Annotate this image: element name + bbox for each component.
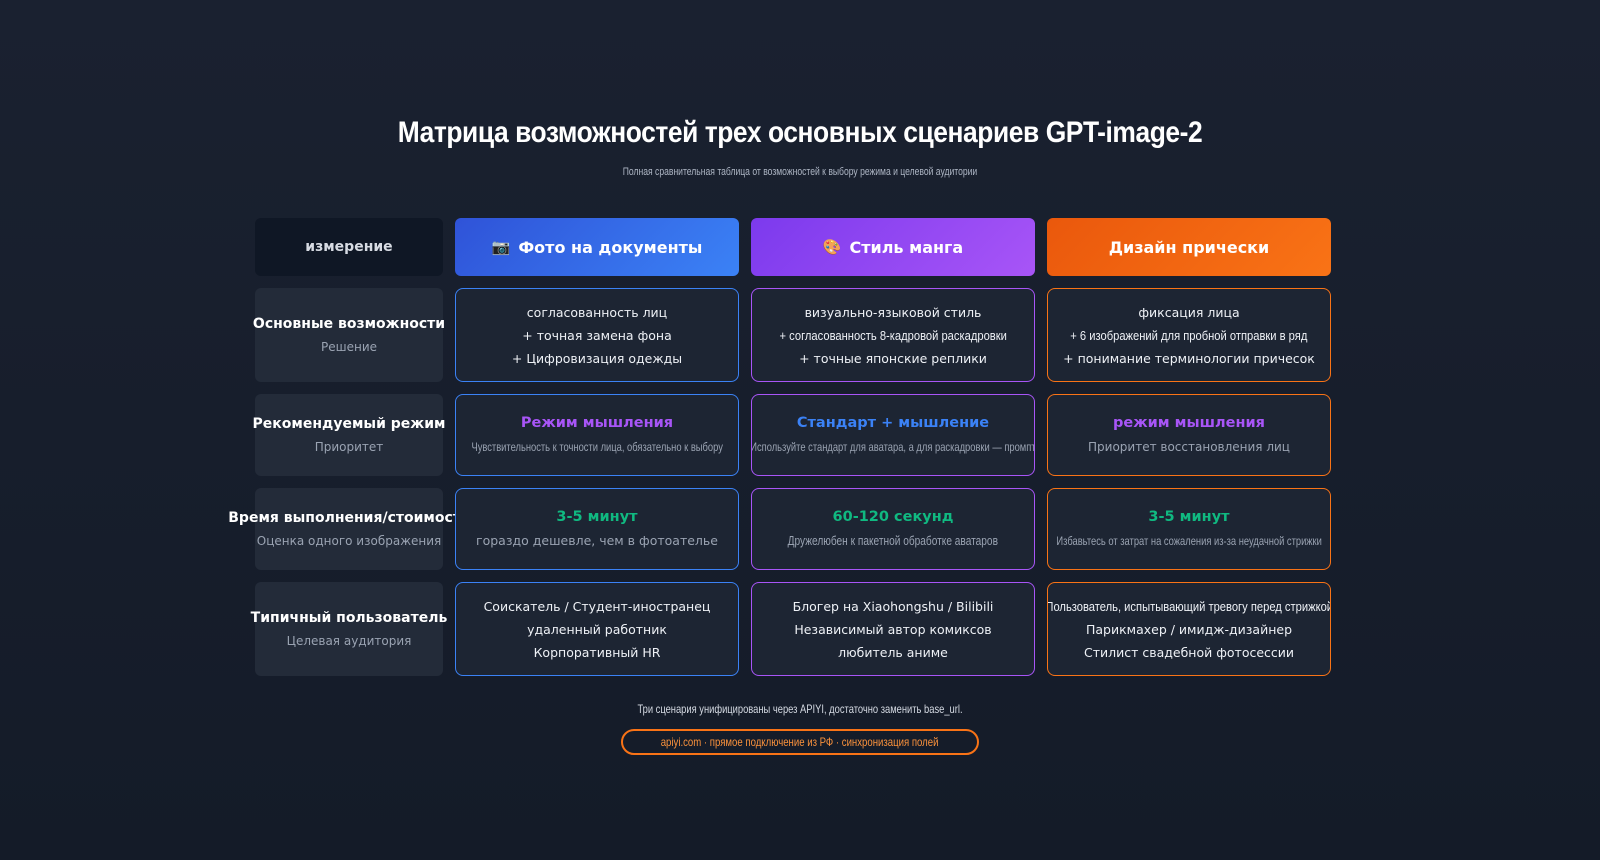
cell-mode-id-photo: Режим мышления Чувствительность к точнос…: [455, 394, 739, 476]
row-label-main: Время выполнения/стоимость: [228, 510, 470, 526]
row-label-main: Типичный пользователь: [250, 610, 448, 626]
row-label-sub: Целевая аудитория: [286, 634, 412, 648]
cell-line: Корпоративный HR: [533, 644, 661, 660]
cell-line: + 6 изображений для пробной отправки в р…: [1070, 327, 1308, 343]
cell-users-id-photo: Соискатель / Студент-иностранец удаленны…: [455, 582, 739, 676]
cell-line: фиксация лица: [1138, 304, 1240, 320]
cell-highlight: 3-5 минут: [1148, 509, 1230, 525]
cell-note: Дружелюбен к пакетной обработке аватаров: [787, 533, 999, 548]
cell-line: Соискатель / Студент-иностранец: [483, 598, 711, 614]
cell-line: визуально-языковой стиль: [804, 304, 982, 320]
cell-time-hairstyle: 3-5 минут Избавьтесь от затрат на сожале…: [1047, 488, 1331, 570]
cell-note: Приоритет восстановления лиц: [1088, 440, 1290, 454]
palette-icon: 🎨: [822, 238, 842, 256]
cell-highlight: Режим мышления: [520, 415, 674, 431]
cell-capabilities-manga: визуально-языковой стиль + согласованнос…: [751, 288, 1035, 382]
cell-mode-hairstyle: режим мышления Приоритет восстановления …: [1047, 394, 1331, 476]
row-label-sub: Приоритет: [314, 440, 384, 454]
row-label-sub: Оценка одного изображения: [256, 534, 442, 548]
cell-note: Используйте стандарт для аватара, а для …: [751, 440, 1035, 454]
page-subtitle: Полная сравнительная таблица от возможно…: [622, 166, 978, 178]
column-header-id-photo: 📷 Фото на документы: [455, 218, 739, 276]
cell-note: Чувствительность к точности лица, обязат…: [471, 440, 723, 454]
column-header-hairstyle: Дизайн прически: [1047, 218, 1331, 276]
camera-icon: 📷: [491, 238, 511, 256]
cell-line: Парикмахер / имидж-дизайнер: [1085, 621, 1293, 637]
cell-users-hairstyle: Пользователь, испытывающий тревогу перед…: [1047, 582, 1331, 676]
row-label-main: Рекомендуемый режим: [252, 416, 446, 432]
column-header-label: Стиль манга: [849, 237, 964, 257]
cell-capabilities-hairstyle: фиксация лица + 6 изображений для пробно…: [1047, 288, 1331, 382]
dimension-header: измерение: [255, 218, 443, 276]
row-label-sub: Решение: [320, 340, 377, 354]
apiyi-link-pill[interactable]: apiyi.com · прямое подключение из РФ · с…: [621, 729, 979, 755]
cell-users-manga: Блогер на Xiaohongshu / Bilibili Независ…: [751, 582, 1035, 676]
page-title: Матрица возможностей трех основных сцена…: [397, 116, 1203, 149]
cell-line: Стилист свадебной фотосессии: [1083, 644, 1295, 660]
cell-line: Независимый автор комиксов: [794, 621, 992, 637]
cell-capabilities-id-photo: согласованность лиц + точная замена фона…: [455, 288, 739, 382]
row-label-typical-user: Типичный пользователь Целевая аудитория: [251, 582, 447, 676]
column-header-manga: 🎨 Стиль манга: [751, 218, 1035, 276]
capability-matrix: измерение 📷 Фото на документы 🎨 Стиль ма…: [228, 218, 1331, 676]
column-header-label: Дизайн прически: [1108, 237, 1270, 257]
row-label-recommended-mode: Рекомендуемый режим Приоритет: [252, 394, 446, 476]
cell-line: удаленный работник: [527, 621, 667, 637]
cell-line: Пользователь, испытывающий тревогу перед…: [1047, 598, 1331, 614]
cell-line: + точные японские реплики: [799, 350, 987, 366]
footer-note: Три сценария унифицированы через APIYI, …: [637, 702, 963, 716]
cell-mode-manga: Стандарт + мышление Используйте стандарт…: [751, 394, 1035, 476]
cell-note: гораздо дешевле, чем в фотоателье: [476, 533, 718, 548]
cell-time-id-photo: 3-5 минут гораздо дешевле, чем в фотоате…: [455, 488, 739, 570]
cell-note: Избавьтесь от затрат на сожаления из-за …: [1056, 534, 1322, 548]
cell-highlight: режим мышления: [1112, 415, 1265, 431]
row-label-time-cost: Время выполнения/стоимость Оценка одного…: [228, 488, 470, 570]
cell-line: согласованность лиц: [526, 304, 668, 320]
cell-highlight: 3-5 минут: [556, 509, 638, 525]
cell-line: + Цифровизация одежды: [511, 350, 683, 366]
column-header-label: Фото на документы: [518, 237, 703, 257]
apiyi-link-text[interactable]: apiyi.com · прямое подключение из РФ · с…: [661, 735, 939, 749]
cell-line: + понимание терминологии причесок: [1063, 350, 1315, 366]
cell-line: + точная замена фона: [522, 327, 672, 343]
cell-line: любитель аниме: [838, 644, 948, 660]
cell-time-manga: 60-120 секунд Дружелюбен к пакетной обра…: [751, 488, 1035, 570]
row-label-main: Основные возможности: [252, 316, 446, 332]
row-label-capabilities: Основные возможности Решение: [252, 288, 446, 382]
cell-line: Блогер на Xiaohongshu / Bilibili: [792, 598, 994, 614]
cell-highlight: 60-120 секунд: [832, 509, 954, 525]
cell-line: + согласованность 8-кадровой раскадровки: [779, 327, 1007, 343]
cell-highlight: Стандарт + мышление: [796, 415, 990, 431]
